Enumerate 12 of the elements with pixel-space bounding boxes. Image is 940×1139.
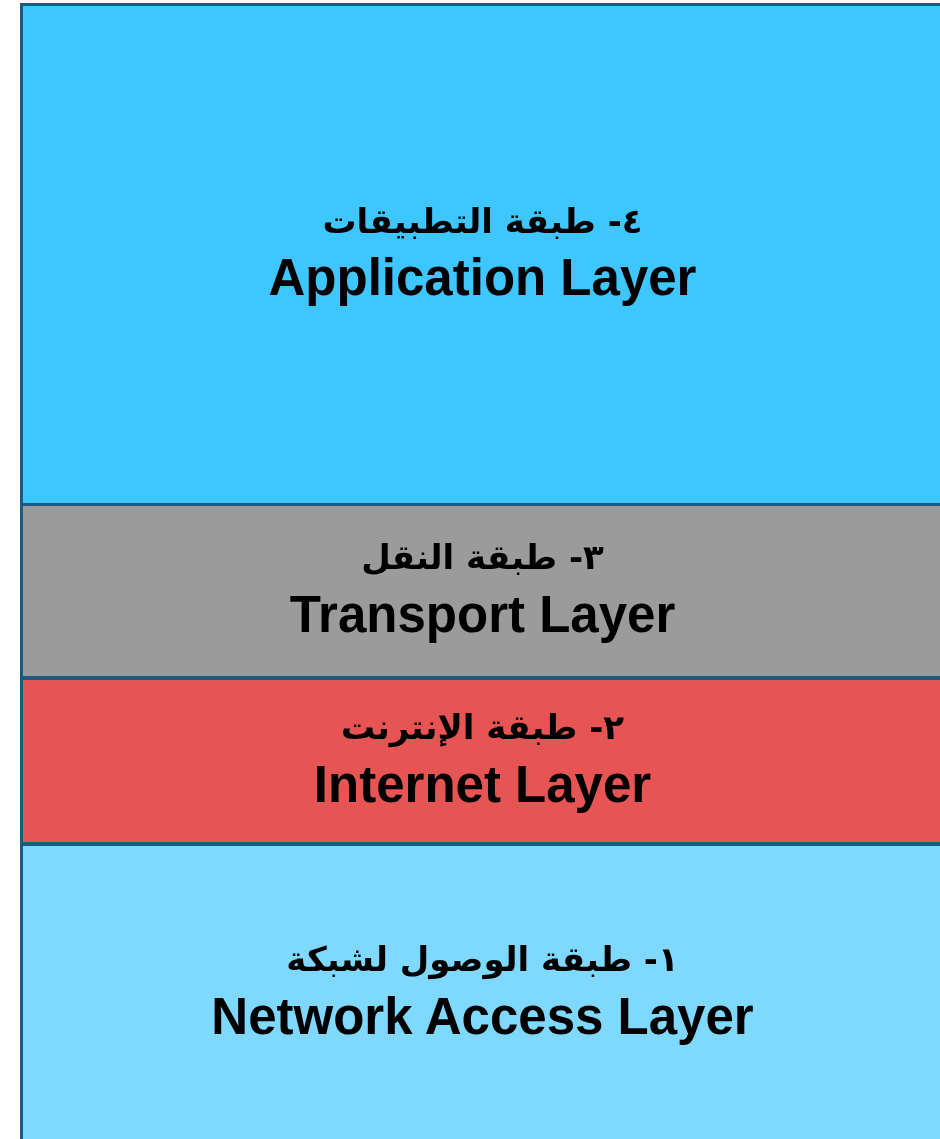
layer-band bbox=[20, 503, 940, 679]
layer-name: Application Layer bbox=[268, 248, 697, 309]
layer-name-arabic: ٤- طبقة التطبيقات bbox=[322, 199, 643, 243]
layer-name-arabic: ٢- طبقة الإنترنت bbox=[340, 706, 625, 750]
layer-name-arabic: ١- طبقة الوصول لشبكة bbox=[286, 938, 679, 982]
layer-band bbox=[20, 3, 940, 506]
layer-band bbox=[20, 843, 940, 1139]
layer-band bbox=[20, 677, 940, 845]
layer-name: Transport Layer bbox=[289, 584, 676, 645]
layer-name-arabic: ٣- طبقة النقل bbox=[361, 536, 604, 580]
layer-name: Network Access Layer bbox=[211, 986, 754, 1047]
layer-name: Internet Layer bbox=[313, 754, 652, 815]
